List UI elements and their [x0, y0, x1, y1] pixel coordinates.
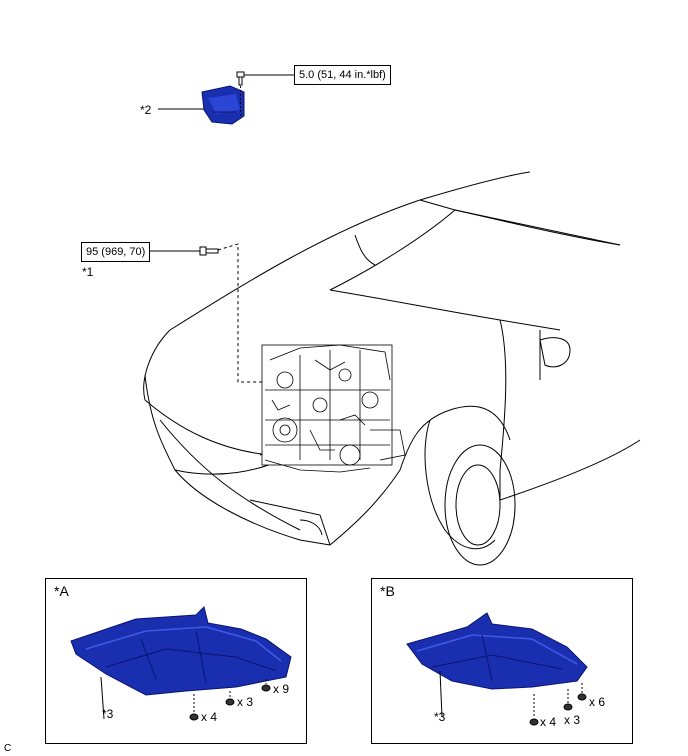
panel-b-fastener-qty-2: x 3	[564, 713, 581, 727]
panel-a-fastener-qty-3: x 9	[273, 682, 290, 696]
panel-b-fastener-qty-1: x 4	[540, 715, 557, 729]
torque-label-bolt: 95 (969, 70)	[81, 242, 151, 262]
torque-label-bracket: 5.0 (51, 44 in.*lbf)	[294, 65, 391, 85]
part-label-1: *1	[82, 265, 94, 279]
bracket-part	[201, 85, 245, 125]
bracket-bolt-icon	[236, 71, 245, 86]
engine-bolt-icon	[199, 246, 219, 256]
engine-assembly	[261, 344, 406, 473]
panel-b-undercover	[406, 612, 588, 726]
panel-b-part-label: *3	[434, 710, 446, 724]
panel-a: *A *3 x 4 x 3 x 9	[45, 578, 307, 744]
bolt-leader-dashed	[217, 243, 264, 383]
panel-a-undercover	[70, 606, 292, 721]
part-label-2: *2	[140, 103, 152, 117]
panel-b-title: *B	[380, 583, 395, 599]
panel-a-fastener-qty-1: x 4	[201, 710, 218, 724]
figure-code: C	[4, 743, 12, 754]
panel-b-fastener-qty-3: x 6	[589, 695, 606, 709]
panel-b: *B *3 x 4 x 3 x 6	[371, 578, 633, 744]
panel-a-fastener-qty-2: x 3	[237, 695, 254, 709]
panel-a-part-label: *3	[102, 707, 114, 721]
panel-a-title: *A	[54, 583, 69, 599]
car-outline	[143, 171, 641, 566]
